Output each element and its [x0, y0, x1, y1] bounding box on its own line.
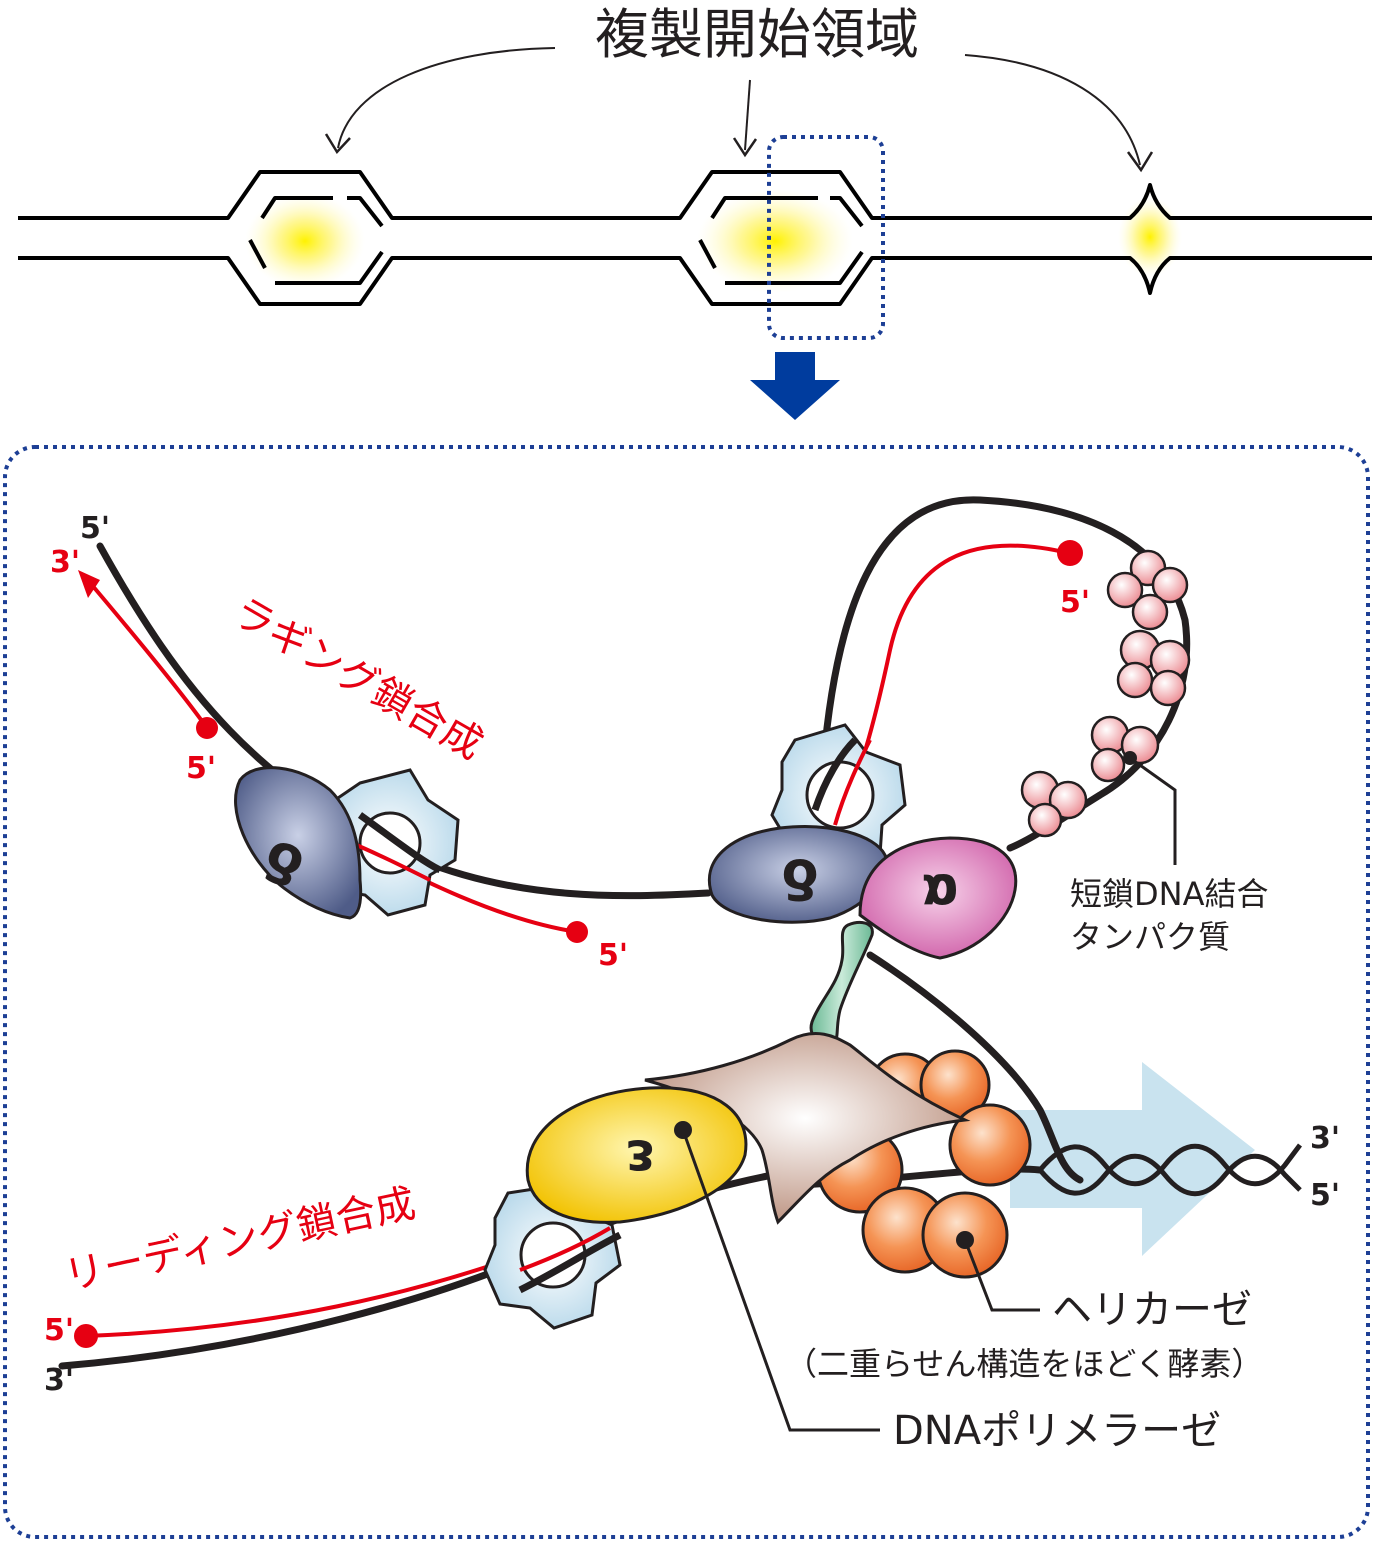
origin-title: 複製開始領域 — [595, 3, 919, 66]
fragment-3-5prime: 5' — [1060, 585, 1090, 620]
epsilon-polymerase — [525, 1086, 748, 1224]
upper-strand — [18, 170, 1372, 220]
zoom-down-arrow — [750, 352, 840, 420]
lagging-synthesis-label: ラギング鎖合成 — [225, 589, 490, 769]
linker-protein — [809, 921, 874, 1047]
lagging-new-3prime: 3' — [50, 545, 80, 580]
origin-glow-3 — [1118, 197, 1182, 277]
helix-5prime: 5' — [1310, 1178, 1340, 1213]
lagging-template-5prime: 5' — [80, 511, 110, 546]
five-prime-dots — [74, 540, 1083, 1348]
alpha-label: α — [921, 862, 958, 925]
leading-new-5prime: 5' — [44, 1313, 74, 1348]
origin-glow-2 — [697, 189, 853, 293]
ssb-label-line1: 短鎖DNA結合 — [1070, 875, 1268, 913]
helicase-callout — [963, 1239, 1040, 1312]
leading-template-3prime: 3' — [44, 1363, 74, 1398]
parental-double-helix — [1038, 1143, 1302, 1197]
zoom-region-box — [767, 135, 885, 340]
ssb-callout — [1129, 756, 1177, 865]
lagging-template-to-fork — [866, 951, 1084, 1184]
arrow-to-origin-2 — [744, 79, 751, 151]
lower-strand — [18, 256, 1372, 306]
okazaki-fragment-1 — [84, 576, 209, 730]
helicase-label: ヘリカーゼ — [1052, 1287, 1252, 1333]
hub-protein — [644, 1032, 971, 1225]
helicase-note: （二重らせん構造をほどく酵素） — [785, 1345, 1263, 1383]
delta-polymerase-left — [234, 766, 363, 920]
detail-frame — [3, 445, 1370, 1539]
helix-3prime: 3' — [1310, 1121, 1340, 1156]
delta-polymerase-center — [707, 825, 888, 924]
delta-label-center: δ — [781, 847, 818, 910]
fork-direction-arrow — [1010, 1062, 1255, 1256]
lagging-3prime-arrowhead — [78, 570, 100, 598]
ssb-beads — [1020, 549, 1191, 838]
origin-glow-1 — [245, 193, 365, 289]
callout-dots — [674, 751, 1137, 1249]
nascent-strands-bubbles — [248, 196, 864, 285]
polymerase-label: DNAポリメラーゼ — [893, 1408, 1221, 1454]
ssb-label-line2: タンパク質 — [1070, 918, 1230, 956]
arrow-to-origin-1 — [337, 47, 556, 149]
arrow-to-origin-3 — [964, 54, 1141, 166]
chromosome-dna — [18, 170, 1372, 306]
alpha-polymerase — [858, 836, 1018, 960]
fragment-2-5prime: 5' — [598, 938, 628, 973]
strands-through-clamps — [357, 737, 858, 1294]
origin-pointer-arrows — [337, 47, 1141, 166]
arrowheads — [324, 133, 1154, 173]
epsilon-label: ε — [625, 1128, 655, 1191]
fragment-1-5prime: 5' — [186, 751, 216, 786]
leading-synthesis-label: リーディング鎖合成 — [61, 1181, 420, 1300]
polymerase-callout — [681, 1129, 880, 1432]
callout-lines — [681, 756, 1177, 1432]
